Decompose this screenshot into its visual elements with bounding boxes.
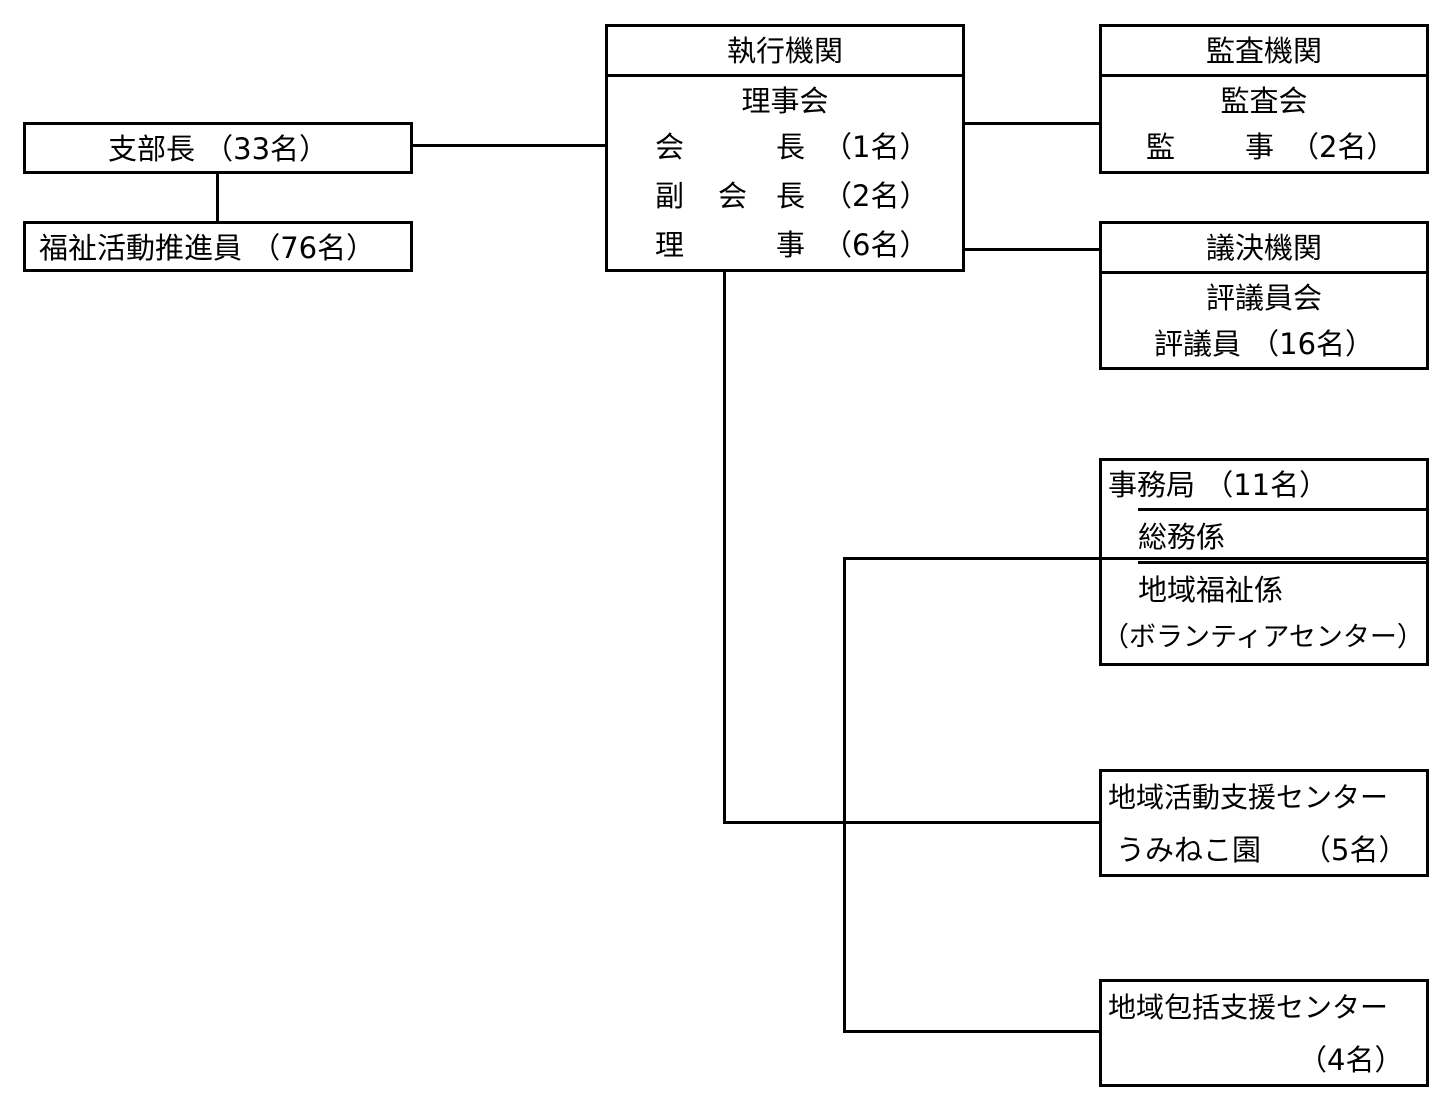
comprehensive-center-count: （4名）	[1298, 1043, 1404, 1077]
resolution-council: 評議員会	[1102, 271, 1426, 322]
executive-member-count: （1名）	[823, 130, 929, 164]
connector-subtrunk-secretariat	[843, 557, 1102, 560]
connector-executive-resolution	[962, 248, 1102, 251]
executive-role-char: 副	[655, 179, 685, 213]
executive-role-char: 理	[655, 228, 685, 262]
executive-box: 執行機関 理事会 会 長 （1名） 副 会 長 （2名） 理 事 （6名）	[605, 24, 965, 272]
secretariat-box: 事務局 （11名） 総務係 地域福祉係 （ボランティアセンター）	[1099, 458, 1429, 666]
connector-sub-trunk	[843, 557, 846, 1033]
executive-role-char: 事	[776, 228, 806, 262]
secretariat-divider	[1099, 557, 1429, 560]
comprehensive-center-box: 地域包括支援センター （4名）	[1099, 979, 1429, 1087]
executive-role-char: 会	[718, 179, 748, 213]
audit-box: 監査機関 監査会 監 事 （2名）	[1099, 24, 1429, 174]
audit-council: 監査会	[1102, 74, 1426, 125]
executive-role-char: 長	[776, 130, 806, 164]
activity-center-name: 地域活動支援センター	[1108, 781, 1389, 814]
audit-role-char: 事	[1245, 130, 1275, 164]
activity-center-sub: うみねこ園	[1116, 833, 1262, 867]
resolution-header: 議決機関	[1205, 231, 1322, 265]
audit-role-char: 監	[1146, 130, 1176, 164]
executive-member-count: （2名）	[823, 179, 929, 213]
promoters-box: 福祉活動推進員 （76名）	[23, 221, 413, 272]
comprehensive-center-name: 地域包括支援センター	[1108, 991, 1389, 1024]
activity-center-count: （5名）	[1302, 833, 1408, 867]
audit-member-count: （2名）	[1290, 130, 1396, 164]
executive-council: 理事会	[608, 74, 962, 125]
audit-header: 監査機関	[1205, 34, 1322, 68]
promoters-label: 福祉活動推進員 （76名）	[39, 231, 376, 265]
secretariat-section-welfare-sub: （ボランティアセンター）	[1102, 622, 1424, 653]
connector-branch-executive	[412, 144, 608, 147]
resolution-members: 評議員 （16名）	[1153, 327, 1375, 361]
branch-head-box: 支部長 （33名）	[23, 122, 413, 174]
executive-header: 執行機関	[726, 34, 843, 68]
secretariat-header: 事務局 （11名）	[1108, 468, 1329, 502]
connector-executive-trunk	[723, 269, 726, 824]
executive-role-char: 長	[776, 179, 806, 213]
connector-trunk-activity-center	[723, 821, 1102, 824]
connector-executive-audit	[962, 122, 1102, 125]
secretariat-section-general: 総務係	[1138, 508, 1426, 563]
activity-center-box: 地域活動支援センター うみねこ園 （5名）	[1099, 769, 1429, 877]
resolution-box: 議決機関 評議員会 評議員 （16名）	[1099, 221, 1429, 370]
executive-role-char: 会	[655, 130, 685, 164]
connector-subtrunk-comprehensive	[843, 1030, 1102, 1033]
secretariat-section-welfare: 地域福祉係	[1138, 561, 1426, 616]
branch-head-label: 支部長 （33名）	[107, 132, 329, 166]
connector-branch-promoters	[216, 172, 219, 222]
executive-member-count: （6名）	[823, 228, 929, 262]
